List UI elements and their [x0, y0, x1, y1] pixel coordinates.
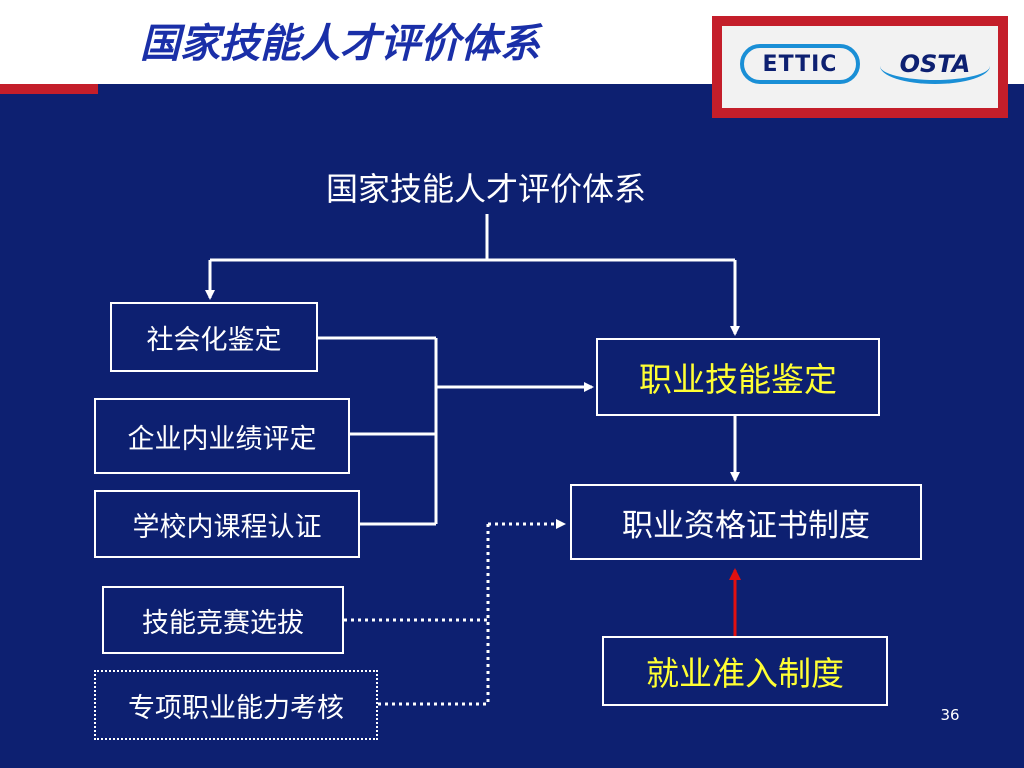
node-school-certification: 学校内课程认证 [94, 490, 360, 558]
node-skill-contest: 技能竞赛选拔 [102, 586, 344, 654]
osta-logo: OSTA [880, 48, 990, 84]
title-accent-bar [0, 84, 98, 94]
node-vocational-skill: 职业技能鉴定 [596, 338, 880, 416]
ettic-logo: ETTIC [740, 44, 860, 84]
node-special-ability: 专项职业能力考核 [94, 670, 378, 740]
page-number: 36 [940, 706, 960, 724]
logo-panel: ETTIC OSTA [712, 16, 1008, 118]
slide-title: 国家技能人才评价体系 [140, 21, 540, 67]
node-employment-access: 就业准入制度 [602, 636, 888, 706]
node-social-appraisal: 社会化鉴定 [110, 302, 318, 372]
node-qualification-certificate: 职业资格证书制度 [570, 484, 922, 560]
diagram-root-title: 国家技能人才评价体系 [325, 170, 646, 208]
logo-background: ETTIC OSTA [722, 26, 998, 108]
node-enterprise-evaluation: 企业内业绩评定 [94, 398, 350, 474]
